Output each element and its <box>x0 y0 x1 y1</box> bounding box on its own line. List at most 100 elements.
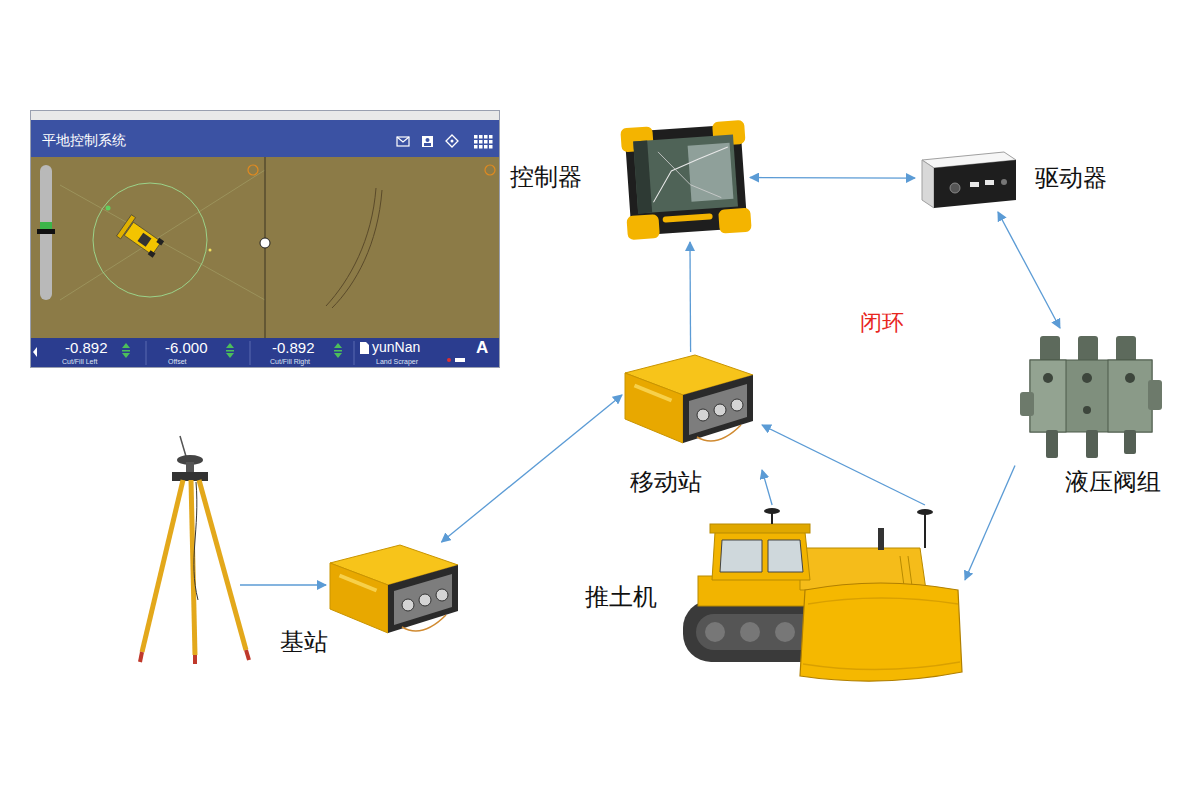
bulldozer <box>771 513 773 524</box>
connector-arrow <box>762 470 772 505</box>
controller-tablet <box>633 141 652 214</box>
bulldozer <box>924 514 926 548</box>
connector-arrow <box>750 177 915 179</box>
tripod-antenna <box>194 482 198 600</box>
screenshot-panel <box>60 185 265 300</box>
controller-tablet <box>718 208 752 234</box>
screenshot-panel <box>484 140 488 144</box>
hydraulic-valve-bank <box>1125 373 1135 383</box>
device-label: 推土机 <box>585 583 657 611</box>
bulldozer <box>683 508 962 681</box>
screenshot-panel <box>156 238 164 246</box>
device-label: 驱动器 <box>1035 164 1107 192</box>
bulldozer-node: 推土机 <box>580 505 965 690</box>
ui-title: 平地控制系统 <box>42 132 126 148</box>
hydraulic-valve-bank <box>1083 406 1091 414</box>
ui-value: -0.892 <box>272 339 315 356</box>
connector-arrow <box>689 242 691 352</box>
hydraulic-valve-bank <box>1040 336 1060 362</box>
rover-node: 移动站 <box>622 352 762 500</box>
screenshot-panel <box>326 188 376 306</box>
driver-box <box>934 160 1016 208</box>
hydraulic-valve-bank <box>1124 430 1136 454</box>
bulldozer <box>720 540 762 572</box>
rover-receiver <box>625 355 753 443</box>
hydraulic-valve-bank <box>1046 430 1058 458</box>
hydraulic-valve-bank <box>1086 430 1098 458</box>
screenshot-panel <box>422 136 433 147</box>
controller-tablet <box>626 214 660 240</box>
ui-caption: Cut/Fill Left <box>62 358 97 366</box>
tripod-antenna <box>172 472 208 481</box>
screenshot-panel <box>106 206 111 211</box>
tripod-antenna <box>240 584 326 585</box>
hydraulic-valve-bank <box>1148 380 1162 410</box>
screenshot-panel <box>479 140 483 144</box>
device-label: 移动站 <box>630 468 702 496</box>
hydraulic-valve-bank <box>1020 336 1162 458</box>
controller-tablet <box>650 147 731 202</box>
screenshot-panel <box>30 157 500 338</box>
screenshot-panel <box>260 238 270 248</box>
screenshot-panel <box>474 140 478 144</box>
connector-arrow <box>965 465 1015 579</box>
screenshot-panel <box>397 137 409 142</box>
driver-node: 驱动器 <box>915 148 1125 212</box>
screenshot-panel <box>226 343 234 348</box>
screenshot-panel <box>426 138 430 142</box>
screenshot-panel <box>479 135 483 139</box>
hydraulic-valve-bank <box>1020 392 1034 416</box>
ui-value: -6.000 <box>165 339 208 356</box>
screenshot-panel <box>117 215 166 260</box>
screenshot-panel <box>122 353 130 358</box>
screenshot-panel <box>209 249 212 252</box>
ui-value: -0.892 <box>65 339 108 356</box>
hydraulic-valve-bank <box>1116 336 1136 362</box>
base-station-node: 基站 <box>275 542 460 662</box>
screenshot-panel <box>30 110 500 120</box>
tripod-antenna <box>186 462 194 472</box>
ui-caption: Cut/Fill Right <box>270 358 310 366</box>
device-label: 液压阀组 <box>1065 468 1161 496</box>
screenshot-panel <box>122 350 130 352</box>
bulldozer <box>908 556 912 586</box>
screenshot-panel <box>447 358 451 362</box>
tripod-antenna <box>199 480 246 650</box>
controller-node: 控制器 <box>505 118 750 242</box>
screenshot-panel <box>354 341 355 365</box>
screenshot-panel <box>124 222 161 255</box>
hydraulic-valve-bank <box>1082 373 1092 383</box>
controller-tablet <box>620 120 752 240</box>
screenshot-panel <box>455 358 465 362</box>
screenshot-panel <box>31 111 500 368</box>
ui-caption: Land Scraper <box>376 358 418 366</box>
driver-box <box>1001 179 1007 185</box>
screenshot-panel <box>360 342 369 354</box>
screenshot-panel <box>451 140 454 143</box>
ui-file-name: yunNan <box>372 339 420 355</box>
screenshot-panel <box>248 165 258 175</box>
driver-box <box>970 182 979 187</box>
controller-tablet <box>663 213 713 222</box>
screenshot-panel <box>122 343 130 348</box>
bulldozer <box>808 598 958 604</box>
bulldozer <box>878 528 884 550</box>
bulldozer <box>775 622 795 642</box>
bulldozer <box>768 540 803 572</box>
connector-arrow <box>998 212 1060 328</box>
screenshot-panel <box>30 120 500 157</box>
screenshot-panel <box>489 145 493 149</box>
connector-arrow <box>442 395 623 542</box>
screenshot-panel <box>148 250 156 258</box>
driver-box <box>922 152 1016 208</box>
bulldozer <box>803 662 960 670</box>
bulldozer <box>900 556 904 586</box>
screenshot-panel <box>334 353 342 358</box>
screenshot-panel <box>474 135 478 139</box>
device-label: 基站 <box>280 628 328 656</box>
controller-tablet <box>658 148 721 202</box>
tripod-antenna <box>246 650 249 660</box>
